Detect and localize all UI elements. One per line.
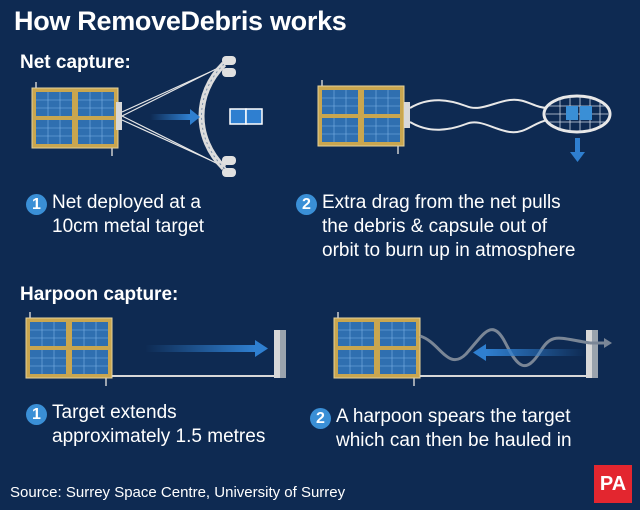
- caption-line: 10cm metal target: [52, 216, 205, 237]
- caption-line: Target extends: [52, 402, 177, 423]
- caption-line: which can then be hauled in: [336, 430, 572, 451]
- net-step-2-caption: Extra drag from the net pulls the debris…: [322, 191, 576, 263]
- net-capture-heading: Net capture:: [20, 52, 131, 73]
- net-deploy-illustration: [31, 56, 263, 177]
- net-step-2-badge: 2: [296, 194, 317, 215]
- net-step-1-caption: Net deployed at a 10cm metal target: [52, 191, 204, 239]
- harpoon-step-1-caption: Target extends approximately 1.5 metres: [52, 401, 265, 449]
- source-credit: Source: Surrey Space Centre, University …: [10, 484, 346, 501]
- caption-line: the debris & capsule out of: [322, 216, 547, 237]
- caption-line: Net deployed at a: [52, 192, 201, 213]
- caption-line: approximately 1.5 metres: [52, 426, 266, 447]
- harpoon-spear-illustration: [333, 311, 612, 387]
- harpoon-capture-heading: Harpoon capture:: [20, 284, 179, 305]
- harpoon-step-1-badge: 1: [26, 404, 47, 425]
- caption-line: Extra drag from the net pulls: [322, 192, 561, 213]
- page-title: How RemoveDebris works: [14, 6, 347, 36]
- pa-logo: PA: [594, 465, 632, 503]
- net-step-1-badge: 1: [26, 194, 47, 215]
- harpoon-step-2-badge: 2: [310, 408, 331, 429]
- caption-line: A harpoon spears the target: [336, 406, 571, 427]
- net-drag-illustration: [317, 79, 612, 162]
- harpoon-step-2-caption: A harpoon spears the target which can th…: [336, 405, 572, 453]
- caption-line: orbit to burn up in atmosphere: [322, 240, 576, 261]
- harpoon-target-illustration: [25, 311, 286, 387]
